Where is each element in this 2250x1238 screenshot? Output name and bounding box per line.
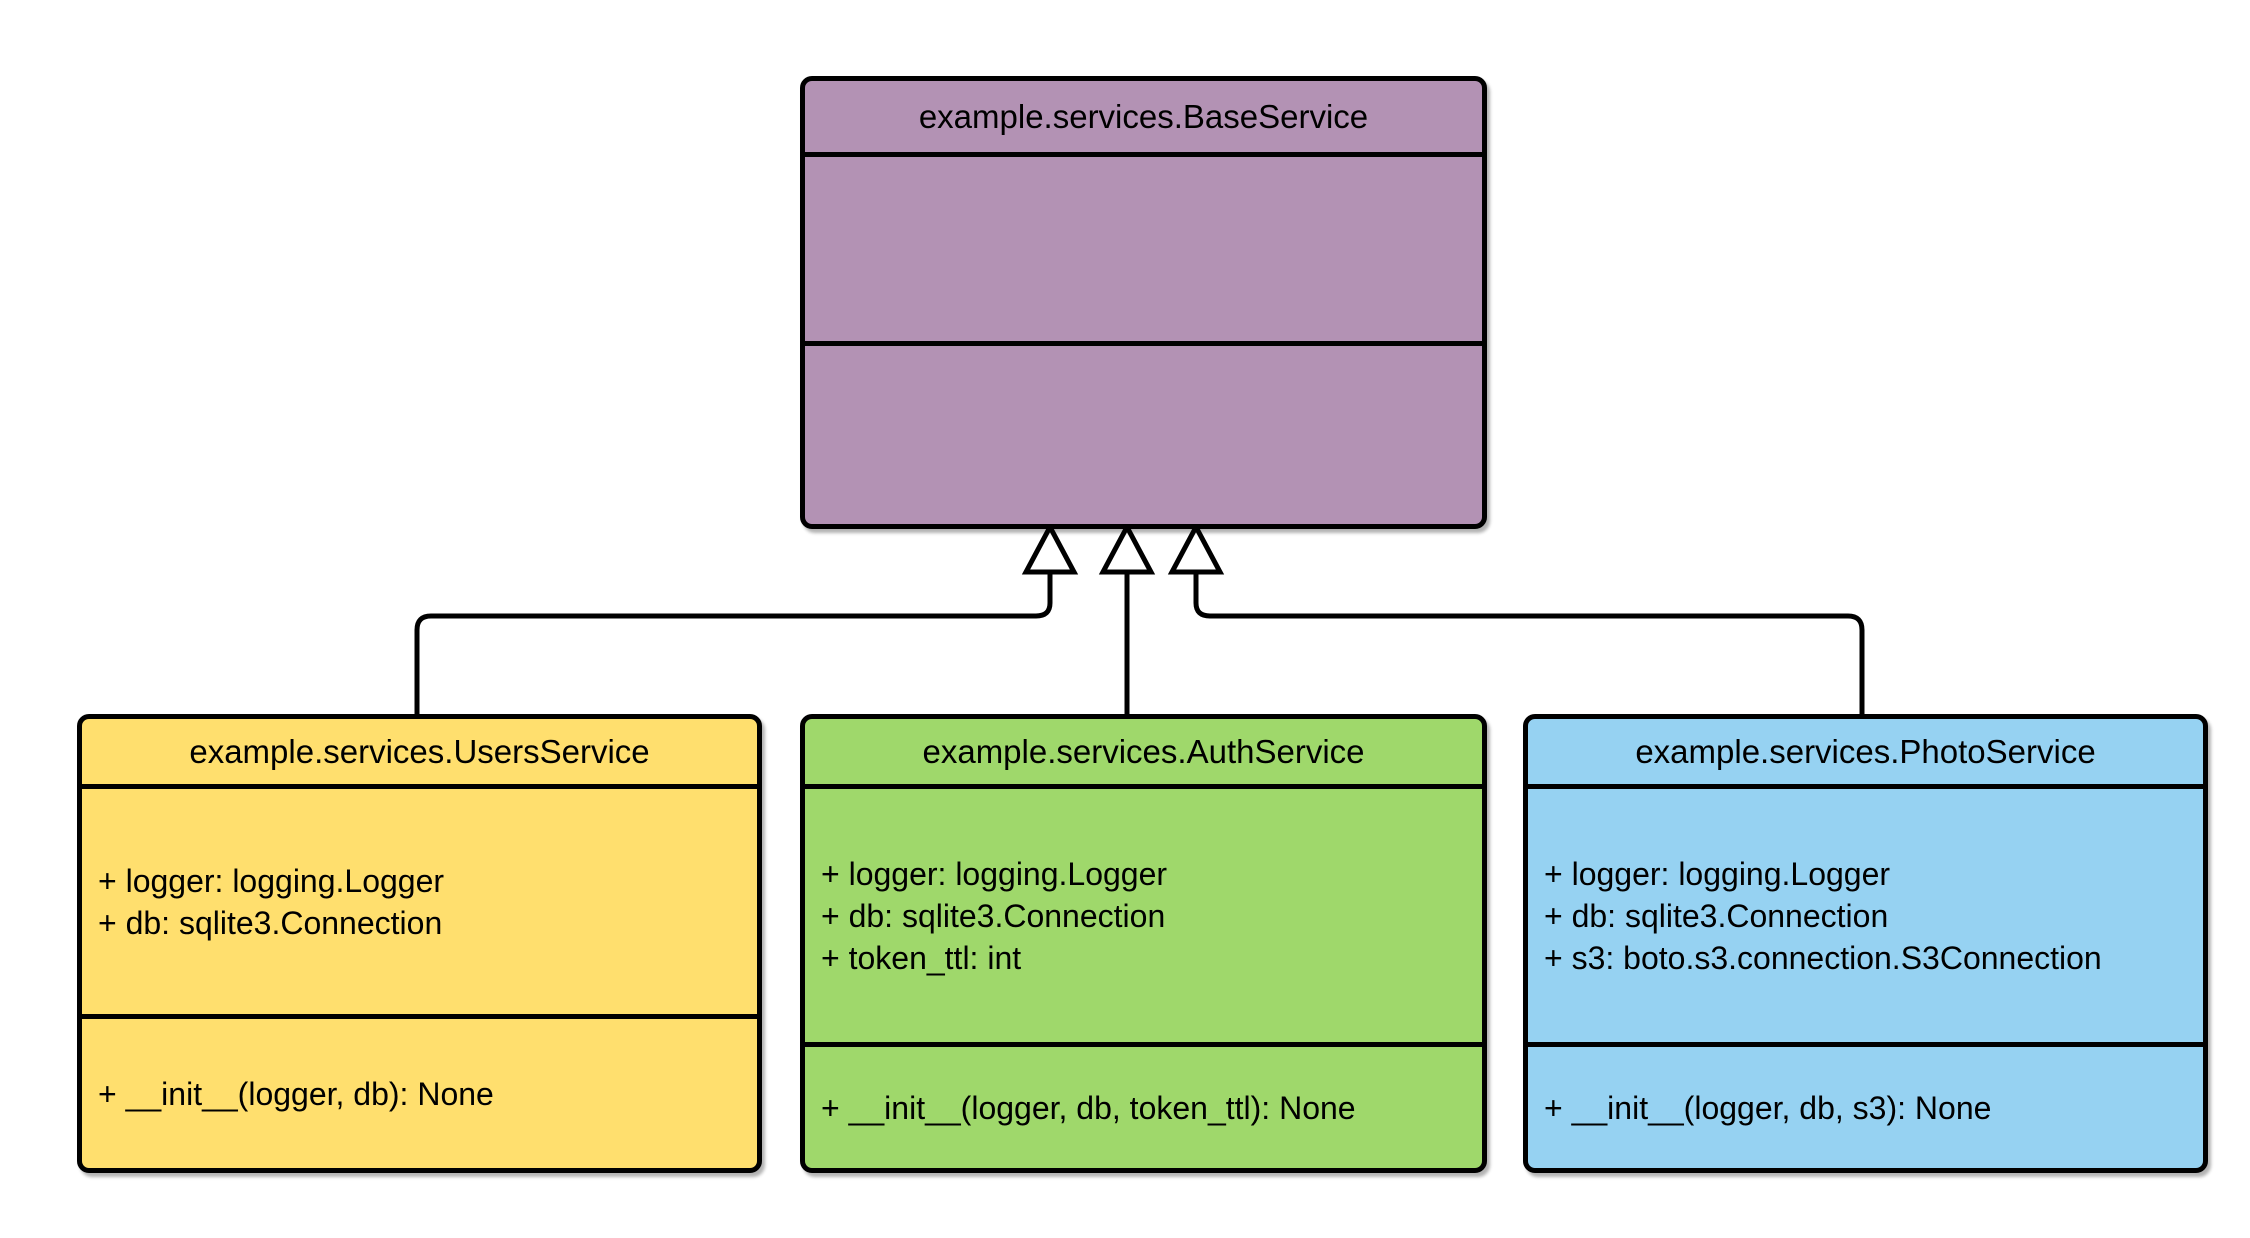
- inheritance-triangle-icon: [1167, 521, 1225, 575]
- inheritance-triangle-icon: [1098, 521, 1156, 575]
- method: + __init__(logger, db, s3): None: [1544, 1089, 1992, 1126]
- class-title: example.services.BaseService: [805, 81, 1482, 157]
- class-title: example.services.PhotoService: [1528, 719, 2203, 789]
- connector-users-to-base: [414, 572, 1053, 722]
- class-title: example.services.AuthService: [805, 719, 1482, 789]
- inheritance-triangle-icon: [1021, 521, 1079, 575]
- class-box-photo-service: example.services.PhotoService + logger: …: [1523, 714, 2208, 1173]
- class-attributes-section: + logger: logging.Logger + db: sqlite3.C…: [1528, 789, 2203, 1047]
- class-title: example.services.UsersService: [82, 719, 757, 789]
- class-methods-section: [805, 346, 1482, 524]
- attribute: + s3: boto.s3.connection.S3Connection: [1544, 939, 2102, 976]
- class-methods-section: + __init__(logger, db, token_ttl): None: [805, 1047, 1482, 1168]
- attribute: + logger: logging.Logger: [98, 862, 445, 899]
- class-box-users-service: example.services.UsersService + logger: …: [77, 714, 762, 1173]
- attribute: + logger: logging.Logger: [821, 855, 1168, 892]
- class-attributes-section: + logger: logging.Logger + db: sqlite3.C…: [82, 789, 757, 1019]
- connector-photo-to-base: [1193, 572, 1865, 722]
- attribute: + logger: logging.Logger: [1544, 855, 1891, 892]
- class-attributes-section: + logger: logging.Logger + db: sqlite3.C…: [805, 789, 1482, 1047]
- class-box-auth-service: example.services.AuthService + logger: l…: [800, 714, 1487, 1173]
- class-methods-section: + __init__(logger, db, s3): None: [1528, 1047, 2203, 1168]
- attribute: + db: sqlite3.Connection: [98, 904, 443, 941]
- class-box-base-service: example.services.BaseService: [800, 76, 1487, 529]
- class-methods-section: + __init__(logger, db): None: [82, 1019, 757, 1168]
- attribute: + token_ttl: int: [821, 939, 1022, 976]
- method: + __init__(logger, db): None: [98, 1075, 494, 1112]
- class-attributes-section: [805, 157, 1482, 346]
- attribute: + db: sqlite3.Connection: [1544, 897, 1889, 934]
- attribute: + db: sqlite3.Connection: [821, 897, 1166, 934]
- method: + __init__(logger, db, token_ttl): None: [821, 1089, 1356, 1126]
